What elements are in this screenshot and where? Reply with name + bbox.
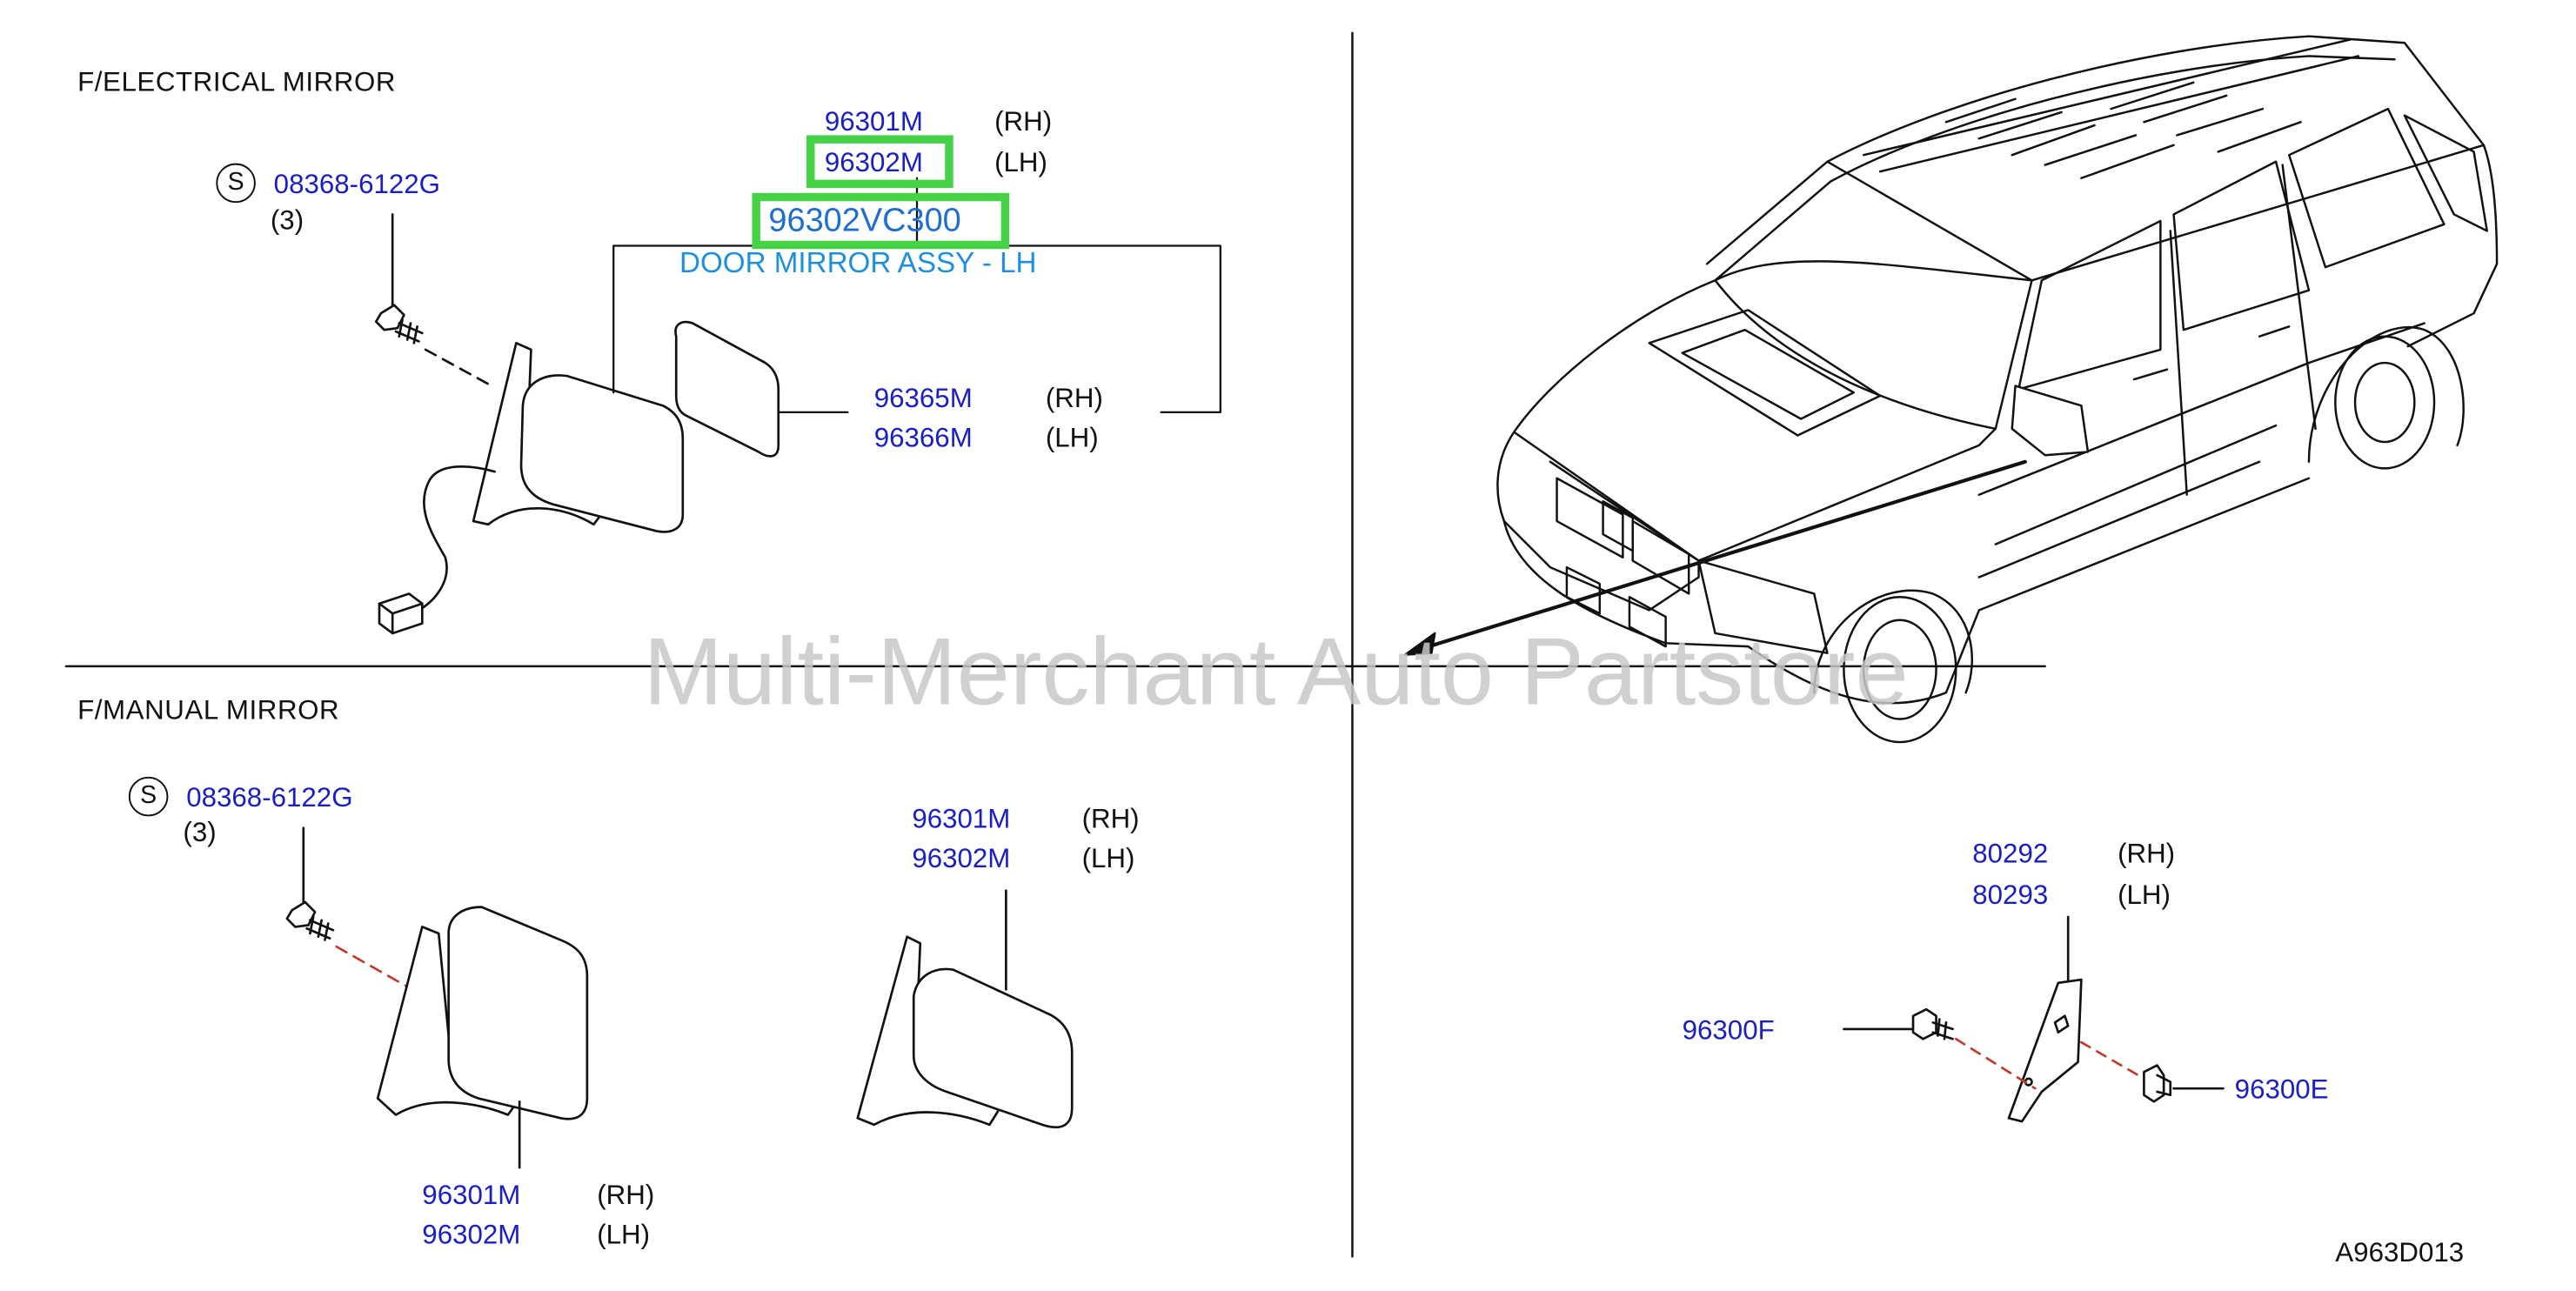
electrical-glass-rh-link[interactable]: 96365M	[873, 384, 973, 414]
vehicle-icon	[1403, 35, 2499, 744]
electrical-assy-lh-link[interactable]: 96302M	[824, 148, 923, 178]
section-title-manual: F/MANUAL MIRROR	[77, 695, 340, 726]
manual-right-rh-side: (RH)	[1081, 805, 1140, 835]
bracket-lh-side: (LH)	[2118, 880, 2171, 911]
manual-right-lh-side: (LH)	[1081, 844, 1135, 874]
bracket-clip-link[interactable]: 96300E	[2234, 1074, 2329, 1106]
bracket-screw-link[interactable]: 96300F	[1682, 1015, 1775, 1046]
bracket-clip-icon	[2080, 1040, 2225, 1103]
electrical-assy-rh-link[interactable]: 96301M	[824, 107, 923, 137]
section-title-electrical: F/ELECTRICAL MIRROR	[77, 67, 397, 97]
bracket-lh-link[interactable]: 80293	[1972, 880, 2049, 911]
electrical-screw-icon	[374, 213, 497, 389]
manual-mirror-right-icon	[856, 889, 1074, 1129]
electrical-glass-lh-link[interactable]: 96366M	[873, 424, 973, 454]
manual-left-rh-side: (RH)	[597, 1181, 655, 1211]
electrical-glass-rh-side: (RH)	[1045, 384, 1103, 414]
bracket-icon	[2007, 915, 2083, 1123]
electrical-assy-rh-side: (RH)	[994, 107, 1053, 137]
electrical-screw-part-link[interactable]: 08368-6122G	[273, 170, 441, 200]
manual-right-lh-link[interactable]: 96302M	[912, 844, 1011, 874]
manual-screw-qty: (3)	[183, 818, 217, 848]
manual-right-rh-link[interactable]: 96301M	[912, 805, 1011, 835]
electrical-glass-lh-side: (LH)	[1045, 424, 1099, 454]
manual-screw-part-link[interactable]: 08368-6122G	[186, 783, 353, 813]
manual-screw-icon	[285, 826, 414, 991]
divider-lines	[64, 31, 2046, 1258]
manual-left-rh-link[interactable]: 96301M	[422, 1181, 521, 1211]
electrical-screw-qty: (3)	[270, 205, 304, 237]
bracket-rh-link[interactable]: 80292	[1972, 839, 2049, 870]
electrical-bracket-lines	[612, 177, 1221, 414]
bracket-screw-icon	[1843, 1007, 2037, 1090]
selected-part-number[interactable]: 96302VC300	[768, 203, 961, 239]
electrical-mirror-icon	[378, 341, 685, 635]
diagram-code: A963D013	[2335, 1238, 2465, 1268]
manual-left-lh-link[interactable]: 96302M	[422, 1220, 521, 1250]
manual-screw-symbol: S	[128, 776, 169, 817]
manual-mirror-left-icon	[376, 906, 589, 1169]
electrical-glass-icon	[674, 320, 780, 458]
electrical-assy-lh-side: (LH)	[994, 148, 1047, 178]
electrical-screw-symbol: S	[216, 163, 256, 204]
bracket-rh-side: (RH)	[2118, 839, 2176, 870]
selected-part-description: DOOR MIRROR ASSY - LH	[679, 245, 1037, 279]
manual-left-lh-side: (LH)	[597, 1220, 651, 1250]
